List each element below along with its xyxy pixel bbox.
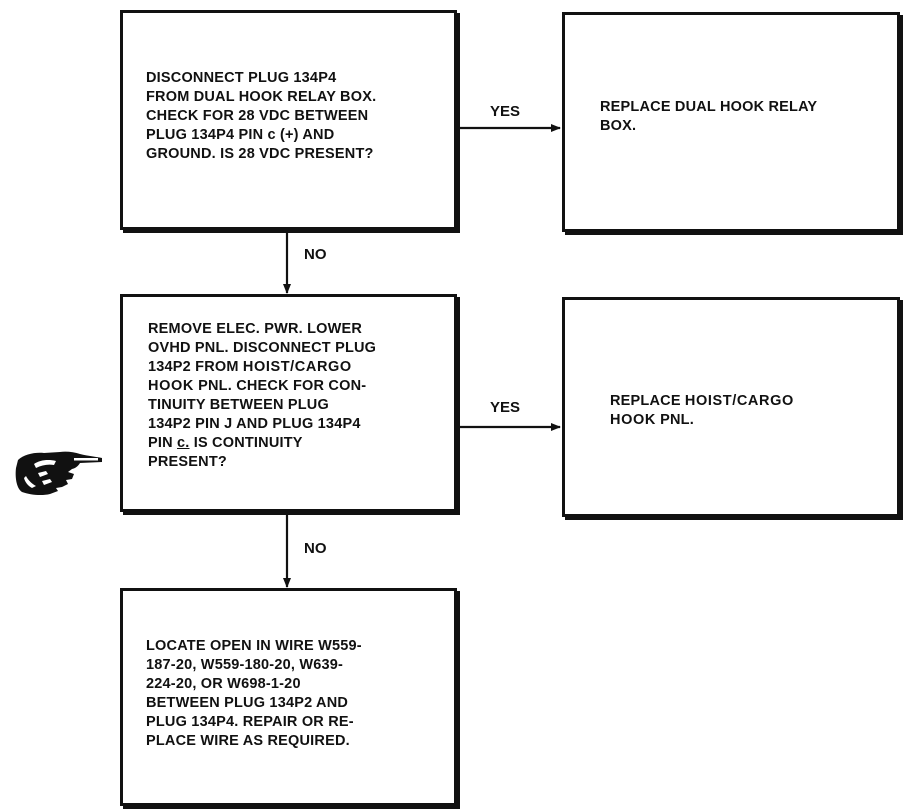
decision-box-check-continuity [120, 294, 457, 512]
replace-panel-line-1: REPLACE HOIST/CARGO [610, 393, 794, 409]
label-no-1: NO [304, 246, 327, 263]
continuity-line-2: OVHD PNL. DISCONNECT PLUG [148, 340, 377, 356]
continuity-line-7: PIN c. IS CONTINUITY [148, 435, 303, 451]
pin-c-underlined: c. [177, 435, 190, 451]
continuity-line-3: 134P2 FROM HOIST/CARGO [148, 359, 352, 375]
hoist-cargo-emphasis-2: HOIST/CARGO [684, 393, 794, 409]
pointing-hand-icon [15, 451, 103, 496]
label-yes-2: YES [490, 399, 521, 416]
label-no-2: NO [304, 540, 327, 557]
continuity-line-8: PRESENT? [148, 454, 227, 470]
decision-box-check-continuity-text: REMOVE ELEC. PWR. LOWER OVHD PNL. DISCON… [148, 320, 448, 472]
continuity-line-6: 134P2 PIN J AND PLUG 134P4 [148, 416, 361, 432]
hoist-cargo-emphasis: HOIST/CARGO [242, 359, 352, 375]
action-box-replace-hoist-panel [562, 297, 900, 517]
hook-emphasis: HOOK [148, 378, 194, 394]
replace-panel-line-2: HOOK PNL. [610, 412, 694, 428]
action-box-replace-relay-box [562, 12, 900, 232]
continuity-line-1: REMOVE ELEC. PWR. LOWER [148, 321, 363, 337]
hook-emphasis-2: HOOK [610, 412, 656, 428]
action-box-locate-open-wire [120, 588, 457, 806]
continuity-line-5: TINUITY BETWEEN PLUG [148, 397, 329, 413]
label-yes-1: YES [490, 103, 521, 120]
action-box-locate-open-wire-text: LOCATE OPEN IN WIRE W559- 187-20, W559-1… [146, 638, 362, 749]
decision-box-check-28vdc-text: DISCONNECT PLUG 134P4 FROM DUAL HOOK REL… [146, 70, 377, 162]
action-box-replace-hoist-panel-text: REPLACE HOIST/CARGO HOOK PNL. [610, 392, 890, 430]
decision-box-check-28vdc [120, 10, 457, 230]
action-box-replace-relay-box-text: REPLACE DUAL HOOK RELAY BOX. [600, 99, 818, 134]
continuity-line-4: HOOK PNL. CHECK FOR CON- [148, 378, 367, 394]
